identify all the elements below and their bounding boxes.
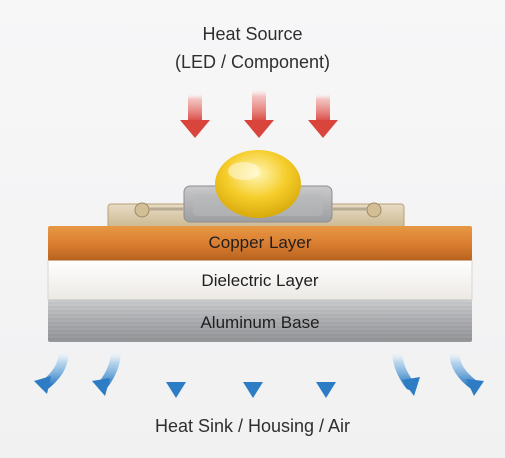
heat-sink-label: Heat Sink / Housing / Air	[154, 416, 351, 436]
dielectric-layer	[47, 259, 473, 301]
curved-down-arrow-icon	[243, 345, 263, 398]
pcb-stack	[47, 226, 473, 342]
led-dome	[215, 150, 301, 218]
curved-down-arrow-icon	[166, 345, 186, 398]
down-arrow-icon	[244, 88, 274, 138]
curved-down-arrow-icon	[449, 345, 484, 396]
outgoing-heat-arrows	[34, 345, 484, 398]
down-arrow-icon	[180, 92, 210, 138]
curved-down-arrow-icon	[34, 345, 69, 394]
heat-source-label: Heat Source	[202, 24, 303, 44]
incoming-heat-arrows	[180, 88, 338, 138]
curved-down-arrow-icon	[392, 345, 420, 396]
curved-down-arrow-icon	[316, 345, 336, 398]
copper-layer	[48, 226, 472, 260]
led-component	[107, 150, 405, 231]
down-arrow-icon	[308, 92, 338, 138]
heat-source-sublabel: (LED / Component)	[174, 52, 331, 72]
curved-down-arrow-icon	[92, 345, 121, 396]
heat-source-title: Heat Source (LED / Component)	[0, 20, 505, 76]
